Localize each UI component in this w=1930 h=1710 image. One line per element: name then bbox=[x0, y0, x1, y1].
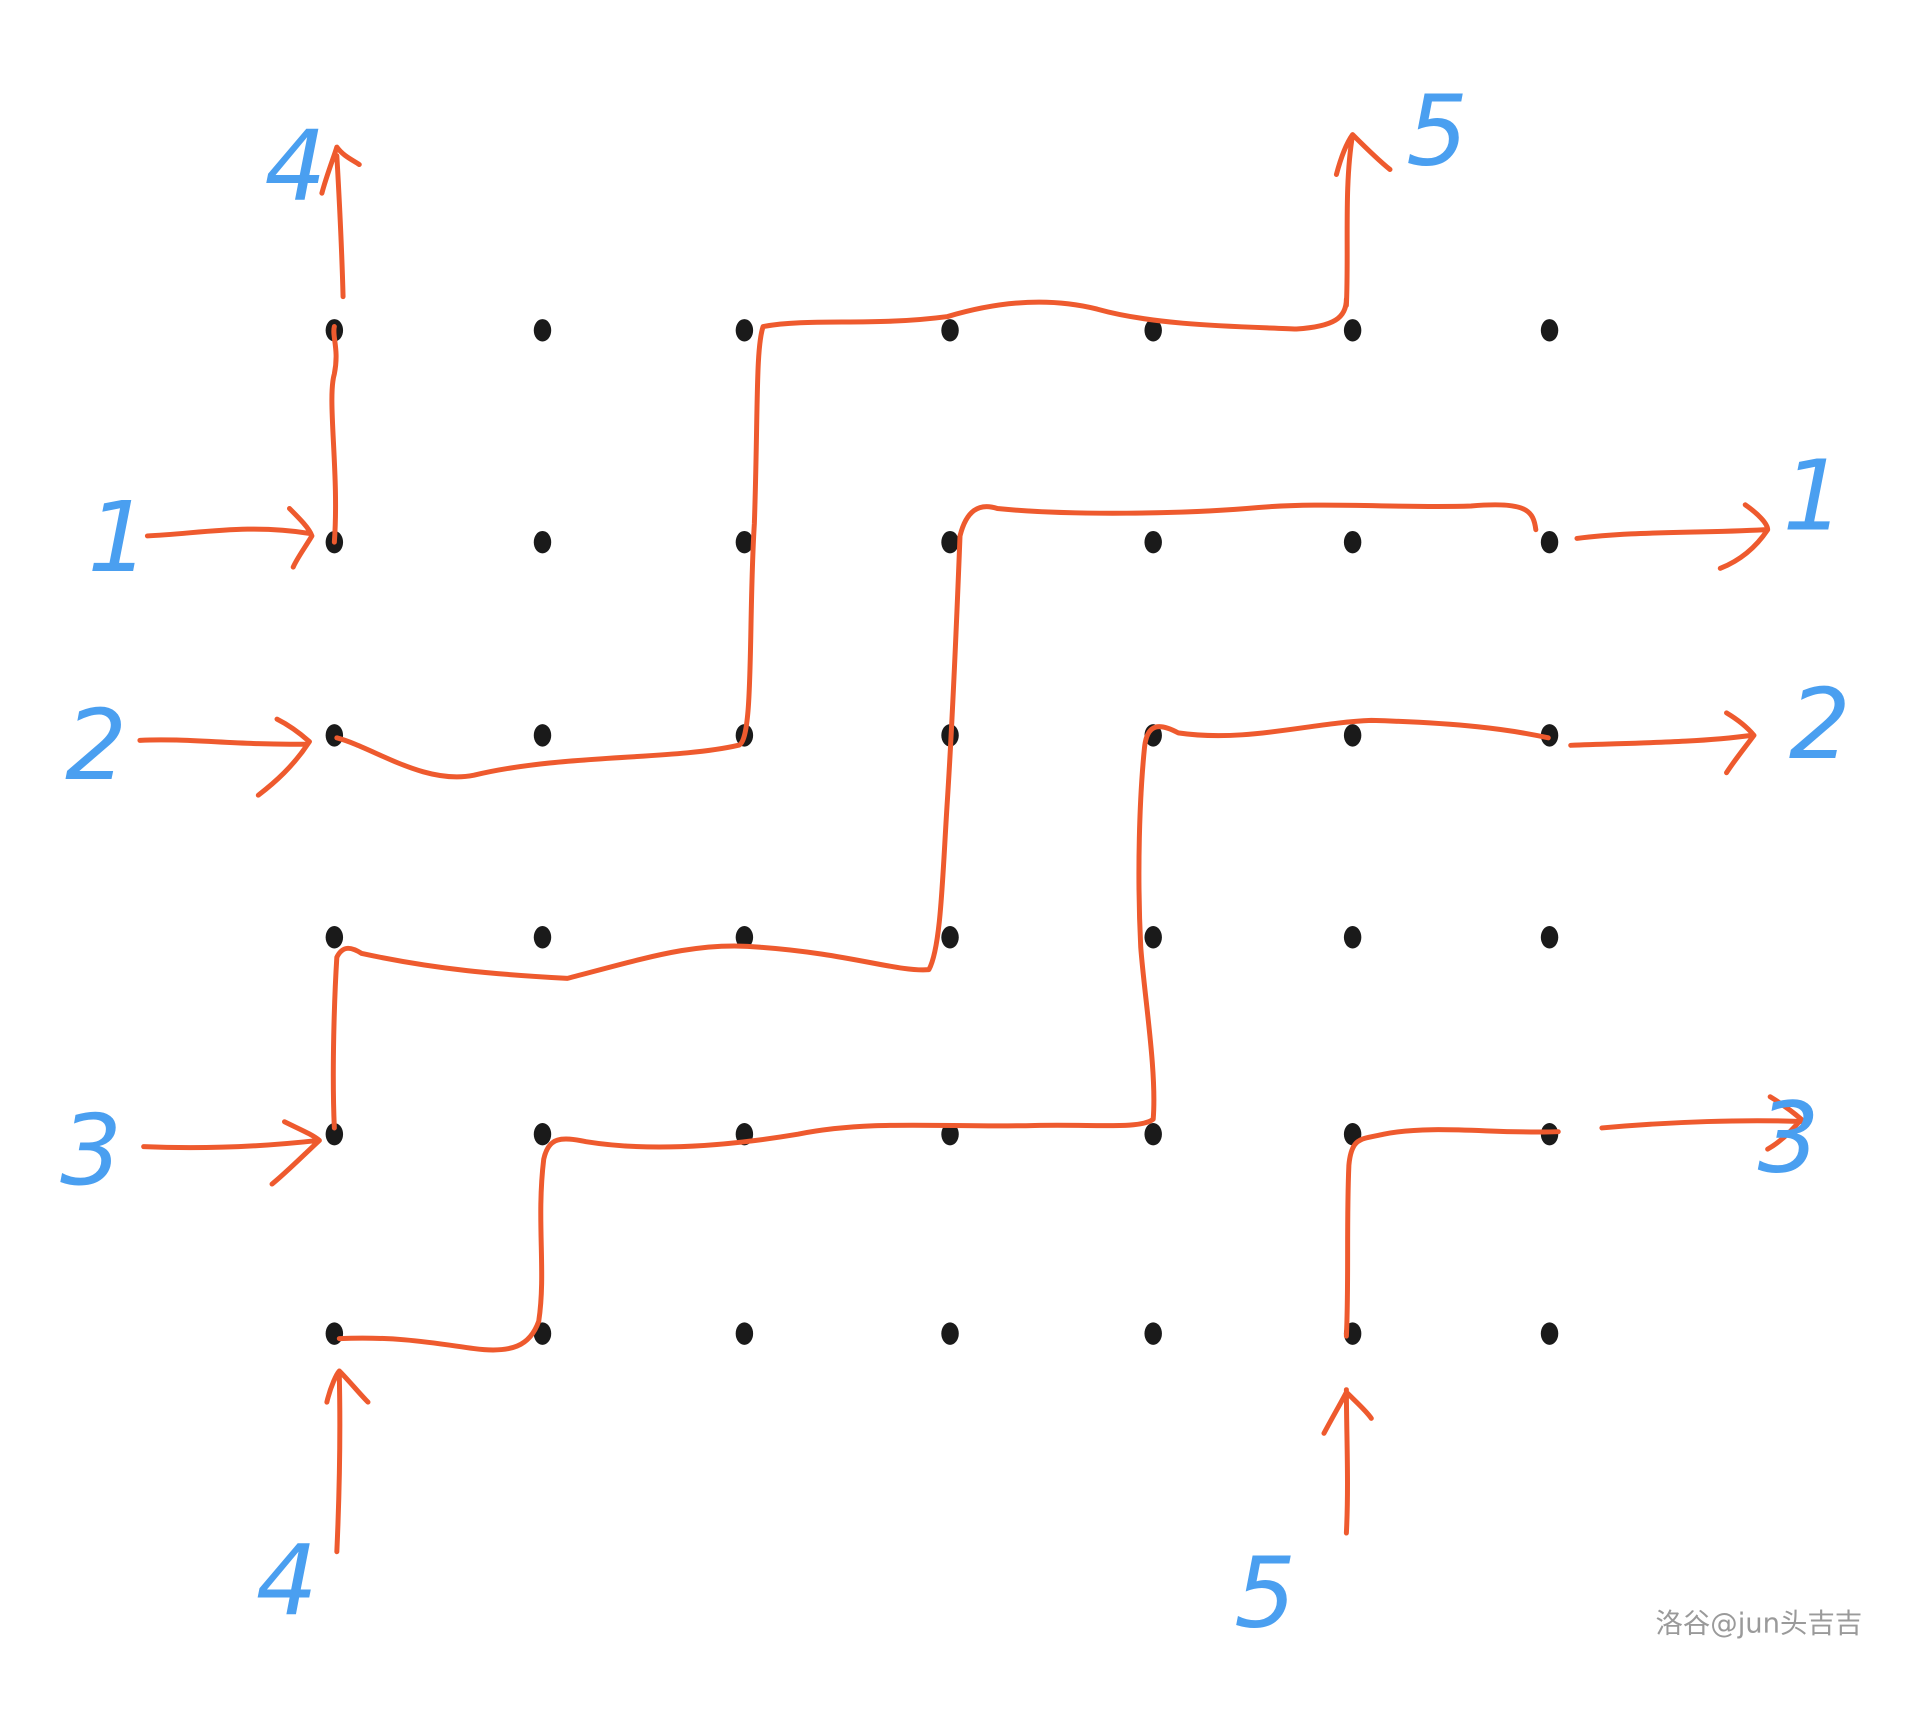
arrow-in-bottom-5 bbox=[1321, 1387, 1374, 1536]
label-top-5: 5 bbox=[1406, 75, 1468, 188]
grid-dot bbox=[735, 926, 754, 949]
arrow-out-right-1 bbox=[1574, 502, 1771, 571]
label-left-1: 1 bbox=[88, 481, 150, 594]
label-right-3: 3 bbox=[1758, 1082, 1820, 1195]
grid-dot bbox=[1343, 319, 1362, 342]
grid-dot bbox=[1540, 319, 1559, 342]
grid-dots bbox=[325, 319, 1559, 1345]
grid-dot bbox=[1540, 724, 1559, 747]
grid-dot bbox=[533, 926, 552, 949]
grid-dot bbox=[941, 1122, 959, 1146]
grid-dot bbox=[735, 319, 754, 342]
grid-dot bbox=[325, 1122, 344, 1146]
grid-dot bbox=[941, 1322, 959, 1345]
grid-dot bbox=[325, 724, 344, 747]
grid-dot bbox=[735, 1322, 754, 1345]
path-top-left bbox=[329, 324, 339, 545]
grid-dot bbox=[325, 926, 344, 949]
arrow-in-left-3 bbox=[141, 1119, 322, 1187]
arrow-out-right-2 bbox=[1568, 710, 1757, 776]
grid-dot bbox=[1144, 926, 1162, 949]
label-left-3: 3 bbox=[60, 1094, 122, 1207]
path-3-to-1 bbox=[330, 502, 1539, 1131]
arrows bbox=[137, 132, 1811, 1555]
grid-dot bbox=[533, 724, 552, 747]
grid-dot bbox=[325, 1322, 344, 1345]
grid-dot bbox=[735, 530, 754, 554]
grid-dot bbox=[1343, 530, 1362, 554]
grid-dot bbox=[941, 530, 959, 554]
grid-dot bbox=[533, 530, 552, 554]
grid-dot bbox=[1144, 1322, 1162, 1345]
arrow-in-left-2 bbox=[137, 716, 312, 798]
paths bbox=[329, 296, 1561, 1353]
arrow-out-top-5 bbox=[1333, 132, 1393, 308]
path-4-to-2 bbox=[336, 717, 1551, 1353]
watermark: 洛谷@jun头吉吉 bbox=[1655, 1609, 1862, 1640]
grid-dot bbox=[1144, 530, 1162, 554]
arrow-in-bottom-4 bbox=[324, 1368, 371, 1555]
grid-dot bbox=[533, 319, 552, 342]
grid-dot bbox=[1343, 724, 1362, 747]
grid-dot bbox=[1343, 926, 1362, 949]
label-left-2: 2 bbox=[65, 689, 127, 802]
label-right-2: 2 bbox=[1789, 668, 1851, 781]
grid-dot bbox=[941, 319, 959, 342]
grid-dot bbox=[1144, 1122, 1162, 1146]
grid-dot bbox=[533, 1122, 552, 1146]
label-bottom-5: 5 bbox=[1234, 1536, 1296, 1649]
arrow-out-right-3 bbox=[1599, 1094, 1811, 1152]
label-top-4: 4 bbox=[265, 109, 327, 222]
grid-dot bbox=[1540, 1322, 1559, 1345]
arrow-out-top-4 bbox=[319, 144, 362, 300]
path-5-to-3 bbox=[1343, 1127, 1561, 1339]
arrow-in-left-1 bbox=[144, 506, 315, 570]
path-2-to-5 bbox=[334, 296, 1349, 780]
label-right-1: 1 bbox=[1783, 440, 1845, 553]
grid-dot bbox=[1144, 319, 1162, 342]
grid-dot bbox=[1540, 926, 1559, 949]
label-bottom-4: 4 bbox=[256, 1524, 318, 1637]
labels: 1 2 3 1 2 3 4 5 4 5 bbox=[60, 75, 1851, 1650]
grid-dot bbox=[941, 926, 959, 949]
grid-dot bbox=[1540, 530, 1559, 554]
